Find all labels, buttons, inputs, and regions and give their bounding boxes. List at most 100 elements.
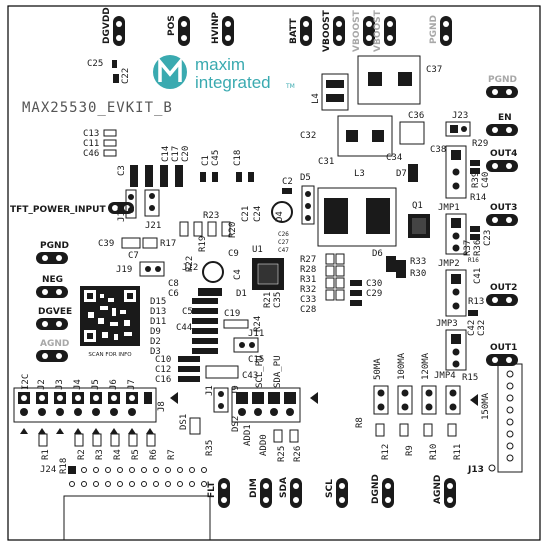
tp-top-hvinp[interactable]: HVINP bbox=[211, 12, 234, 46]
ref-c12: C12 bbox=[155, 365, 171, 375]
jumper-jmp3[interactable]: JMP3 bbox=[436, 269, 467, 329]
tp-label: DGVDD bbox=[102, 7, 112, 44]
svg-text:C32: C32 bbox=[300, 131, 316, 141]
tp-left-neg[interactable]: NEG bbox=[36, 275, 68, 298]
ref-r22: R22 bbox=[185, 256, 195, 272]
jumper-jmp4[interactable]: JMP4 bbox=[434, 329, 467, 381]
ref-r35: R35 bbox=[205, 440, 215, 456]
header-j12[interactable]: D5 bbox=[300, 173, 315, 225]
tp-top-dgvdd[interactable]: DGVDD bbox=[102, 7, 125, 46]
tp-top-vboost-3[interactable]: VBOOST bbox=[373, 9, 396, 52]
header-j10[interactable]: J10 bbox=[117, 189, 137, 222]
ref-c17: C18 bbox=[233, 150, 243, 166]
ref-c36: C36 bbox=[408, 111, 424, 121]
pad bbox=[121, 237, 141, 249]
diode-list: D15 D13 D11 D9 D2 D3 bbox=[150, 297, 218, 357]
svg-text:J8: J8 bbox=[157, 401, 167, 412]
tp-top-vboost[interactable]: VBOOST bbox=[322, 9, 345, 52]
pin-header-row[interactable] bbox=[13, 387, 178, 423]
ref-u1: U1 bbox=[252, 245, 263, 255]
header-j1[interactable] bbox=[213, 387, 229, 413]
tp-bottom-dim[interactable]: DIM bbox=[249, 478, 272, 508]
tp-top-pos[interactable]: POS bbox=[167, 15, 190, 46]
ref-j1: J1 bbox=[205, 385, 215, 396]
ref-r17: R17 bbox=[160, 239, 176, 249]
tp-right-out1[interactable]: OUT1 bbox=[486, 343, 518, 366]
cap-c32: C32 bbox=[300, 115, 393, 157]
resistor-stack: R27 R28 R31 R32 C33 C28 C30 C29 R33 R30 bbox=[300, 253, 426, 315]
tp-top-batt[interactable]: BATT bbox=[289, 16, 312, 46]
tp-top-vboost-2[interactable]: VBOOST bbox=[352, 9, 375, 52]
pad bbox=[282, 188, 292, 194]
tp-top-pgnd[interactable]: PGND bbox=[429, 15, 452, 46]
current-select[interactable]: 50MA 100MA 120MA 150MA bbox=[373, 352, 491, 420]
tp-bottom-agnd[interactable]: AGND bbox=[433, 475, 456, 508]
svg-text:R6: R6 bbox=[149, 449, 159, 460]
tp-right-pgnd[interactable]: PGND bbox=[486, 75, 518, 98]
tp-right-out3[interactable]: OUT3 bbox=[486, 203, 518, 226]
svg-text:R4: R4 bbox=[113, 449, 123, 460]
tp-bottom-flt[interactable]: FLT bbox=[207, 478, 230, 508]
tp-tft-power-input[interactable]: TFT_POWER_INPUT bbox=[10, 202, 134, 215]
jumper-jmp1[interactable]: JMP1 bbox=[438, 145, 467, 213]
tp-label: PGND bbox=[40, 241, 69, 251]
connector-j24[interactable]: J24 bbox=[40, 465, 211, 540]
maxim-logo: maxim integrated TM bbox=[153, 55, 295, 92]
tp-right-en[interactable]: EN bbox=[486, 113, 518, 136]
tp-label: OUT1 bbox=[490, 343, 517, 353]
tp-label: EN bbox=[498, 113, 512, 123]
header-j23[interactable]: J23 bbox=[445, 111, 471, 137]
ref-c10: C10 bbox=[155, 355, 171, 365]
address-header[interactable] bbox=[231, 387, 318, 423]
ref-c19: C19 bbox=[224, 309, 240, 319]
header-j19[interactable]: J19 bbox=[116, 261, 165, 277]
svg-text:JMP1: JMP1 bbox=[438, 203, 460, 213]
svg-text:120MA: 120MA bbox=[421, 352, 431, 380]
header-labels: I2C J2 J3 J4 J5 J6 J7 J8 bbox=[21, 374, 167, 412]
tp-label: AGND bbox=[40, 339, 69, 349]
tp-label: HVINP bbox=[211, 12, 221, 44]
ref-j21: J21 bbox=[145, 221, 161, 231]
inductor-l4: L4 bbox=[311, 73, 349, 111]
header-j21[interactable]: J21 bbox=[144, 189, 161, 231]
ref-r26: R26 bbox=[293, 446, 303, 462]
ref-c4: C4 bbox=[233, 269, 243, 280]
tp-right-out2[interactable]: OUT2 bbox=[486, 283, 518, 306]
cap-row bbox=[178, 356, 239, 382]
pad bbox=[113, 74, 119, 83]
svg-text:J4: J4 bbox=[73, 379, 83, 390]
board-name: MAX25530_EVKIT_B bbox=[22, 100, 173, 116]
tp-bottom-dgnd[interactable]: DGND bbox=[371, 474, 394, 508]
svg-text:R7: R7 bbox=[167, 449, 177, 460]
tp-label: NEG bbox=[42, 275, 63, 285]
jumper-jmp2[interactable]: JMP2 bbox=[438, 213, 467, 269]
ref-j9: J9 bbox=[231, 385, 241, 396]
svg-text:R36: R36 bbox=[473, 240, 483, 256]
svg-text:D3: D3 bbox=[150, 347, 161, 357]
ref-c11: C11 bbox=[83, 139, 99, 149]
ref-r25: R25 bbox=[277, 446, 287, 462]
tp-label: AGND bbox=[433, 475, 443, 504]
tp-left-dgvee[interactable]: DGVEE bbox=[36, 307, 72, 330]
tp-bottom-scl[interactable]: SCL bbox=[325, 478, 348, 508]
svg-text:D2: D2 bbox=[150, 337, 161, 347]
header-j11[interactable]: J11 bbox=[233, 329, 264, 353]
svg-text:C23: C23 bbox=[483, 230, 493, 246]
tp-left-pgnd[interactable]: PGND bbox=[36, 241, 69, 264]
ref-c9: C9 bbox=[228, 249, 239, 259]
ref-d1: D1 bbox=[236, 289, 247, 299]
tp-left-agnd[interactable]: AGND bbox=[36, 339, 69, 362]
tp-right-out4[interactable]: OUT4 bbox=[486, 149, 518, 172]
tp-bottom-sda[interactable]: SDA bbox=[279, 477, 302, 508]
ref-c46: C46 bbox=[83, 149, 99, 159]
cap-column-c3: C1 C45 C18 bbox=[200, 150, 254, 182]
pad bbox=[112, 60, 117, 68]
diode-d6 bbox=[386, 256, 396, 272]
board-outline bbox=[7, 5, 541, 541]
ref-c24: C24 bbox=[253, 206, 263, 222]
ref-d10: C17 bbox=[171, 146, 181, 162]
ref-scl-pu: SCL_PU bbox=[255, 355, 265, 388]
brand-tm: TM bbox=[285, 83, 295, 90]
ref-j12: D5 bbox=[300, 173, 311, 183]
svg-text:J3: J3 bbox=[55, 379, 65, 390]
